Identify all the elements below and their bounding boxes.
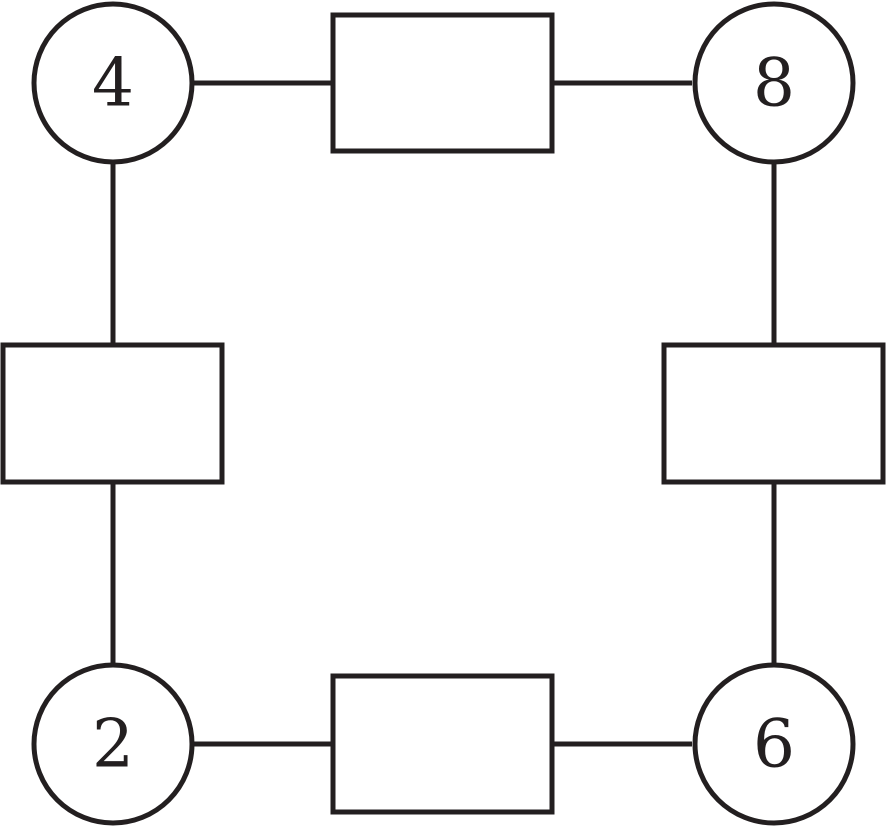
- node-bottom-right-label: 6: [753, 706, 795, 783]
- node-top-left-label: 4: [92, 45, 134, 122]
- node-bottom-left-label: 2: [92, 706, 134, 783]
- node-top-right-label: 8: [753, 45, 795, 122]
- box-right[interactable]: [661, 342, 886, 485]
- node-bottom-right: 6: [692, 662, 856, 826]
- box-left[interactable]: [0, 342, 225, 485]
- node-top-left: 4: [31, 1, 195, 165]
- node-top-right: 8: [692, 1, 856, 165]
- box-top[interactable]: [330, 12, 555, 154]
- node-bottom-left: 2: [31, 662, 195, 826]
- box-bottom[interactable]: [330, 673, 555, 815]
